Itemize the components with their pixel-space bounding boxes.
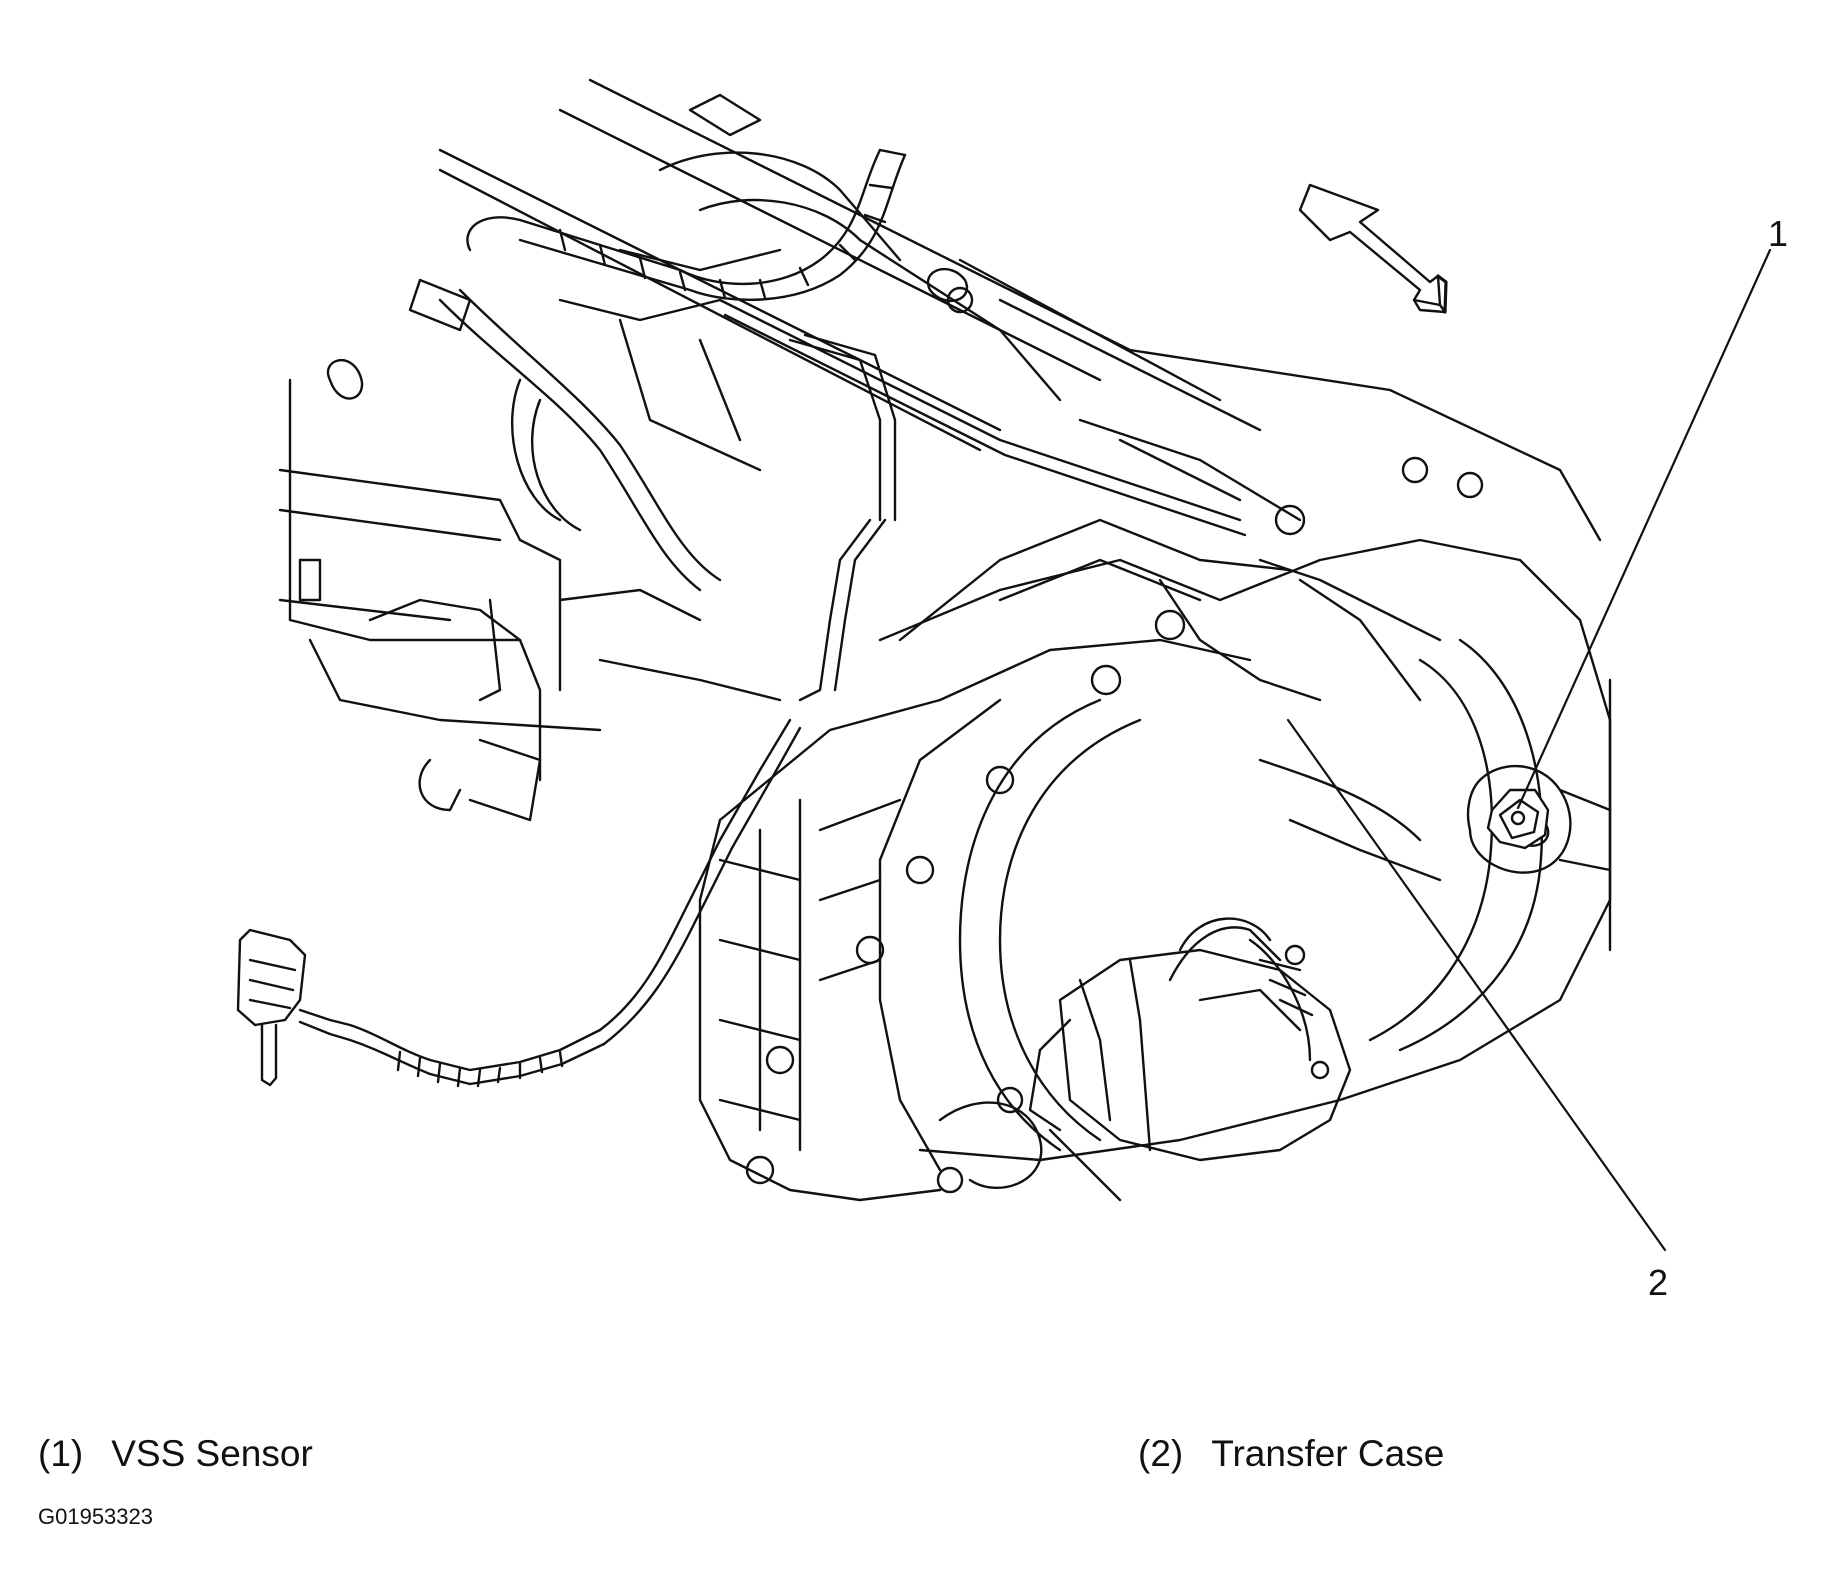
transmission-housing	[438, 78, 1602, 542]
crossmember	[278, 359, 782, 822]
direction-arrow-icon	[1298, 183, 1448, 314]
encoder-motor	[996, 917, 1352, 1162]
bolts	[745, 286, 1484, 1194]
legend-number: (2)	[1138, 1433, 1184, 1474]
callout-2-leader	[1286, 718, 1667, 1252]
callout-1-number: 1	[1768, 213, 1789, 254]
legend-number: (1)	[38, 1433, 84, 1474]
callout-1-leader	[1516, 248, 1772, 810]
transfer-case-body	[698, 538, 1612, 1202]
transfer-case-illustration	[236, 78, 1772, 1252]
legend-item-vss-sensor: (1) VSS Sensor	[38, 1433, 313, 1475]
legend-item-transfer-case: (2) Transfer Case	[1138, 1433, 1444, 1475]
wiring-harness	[408, 148, 907, 592]
legend-label: VSS Sensor	[111, 1433, 313, 1474]
vss-sensor	[1486, 788, 1550, 850]
figure-id: G01953323	[38, 1504, 153, 1529]
callout-2-number: 2	[1648, 1262, 1669, 1303]
legend-label: Transfer Case	[1211, 1433, 1445, 1474]
vss-connector	[236, 718, 802, 1088]
lines	[718, 298, 1442, 702]
